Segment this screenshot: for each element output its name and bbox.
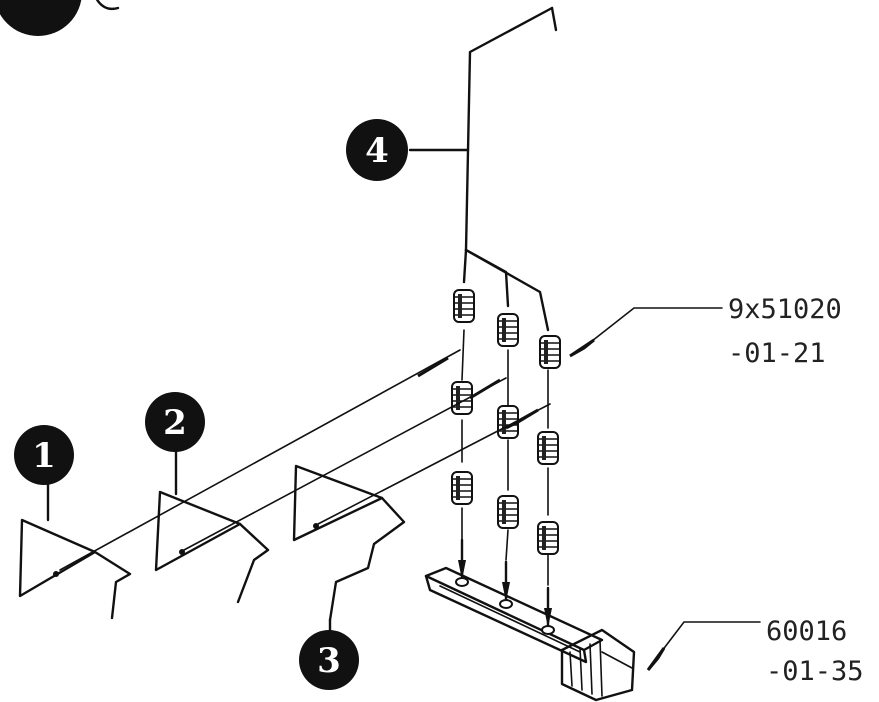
spring-3 (539, 335, 561, 369)
callout-4-label: 4 (365, 131, 389, 171)
spring-9 (537, 521, 559, 555)
spring-2 (497, 313, 519, 347)
part-label-spring: 9x51020 -01-21 (728, 294, 842, 369)
part-connector-suffix: -01-35 (766, 656, 864, 687)
pin-arrows (458, 538, 552, 628)
callout-2: 2 (145, 392, 205, 452)
spring-7 (451, 471, 473, 505)
part-spring-number: 9x51020 (728, 294, 842, 325)
cropped-callout-top (0, 0, 120, 36)
circuit-board (424, 566, 604, 664)
board-connector (560, 628, 636, 702)
callout-1: 1 (14, 425, 74, 485)
callout-1-label: 1 (32, 436, 56, 476)
wire-column-middle (505, 349, 509, 561)
spring-array (451, 289, 561, 555)
assembly-lines (59, 349, 551, 571)
callout-leaders (46, 148, 761, 671)
component-3 (292, 464, 406, 622)
component-1 (18, 518, 132, 620)
spring-8 (497, 495, 519, 529)
spring-1 (453, 289, 475, 323)
wire-column-left (461, 329, 465, 541)
spring-6 (537, 431, 559, 465)
callout-3-label: 3 (317, 641, 341, 681)
wire-harness (461, 6, 558, 586)
callout-2-label: 2 (163, 403, 187, 443)
part-connector-number: 60016 (766, 616, 847, 647)
component-2 (154, 490, 270, 604)
callout-4: 4 (346, 119, 408, 181)
part-spring-suffix: -01-21 (728, 338, 826, 369)
callout-3: 3 (299, 630, 359, 690)
part-label-connector: 60016 -01-35 (766, 616, 864, 687)
